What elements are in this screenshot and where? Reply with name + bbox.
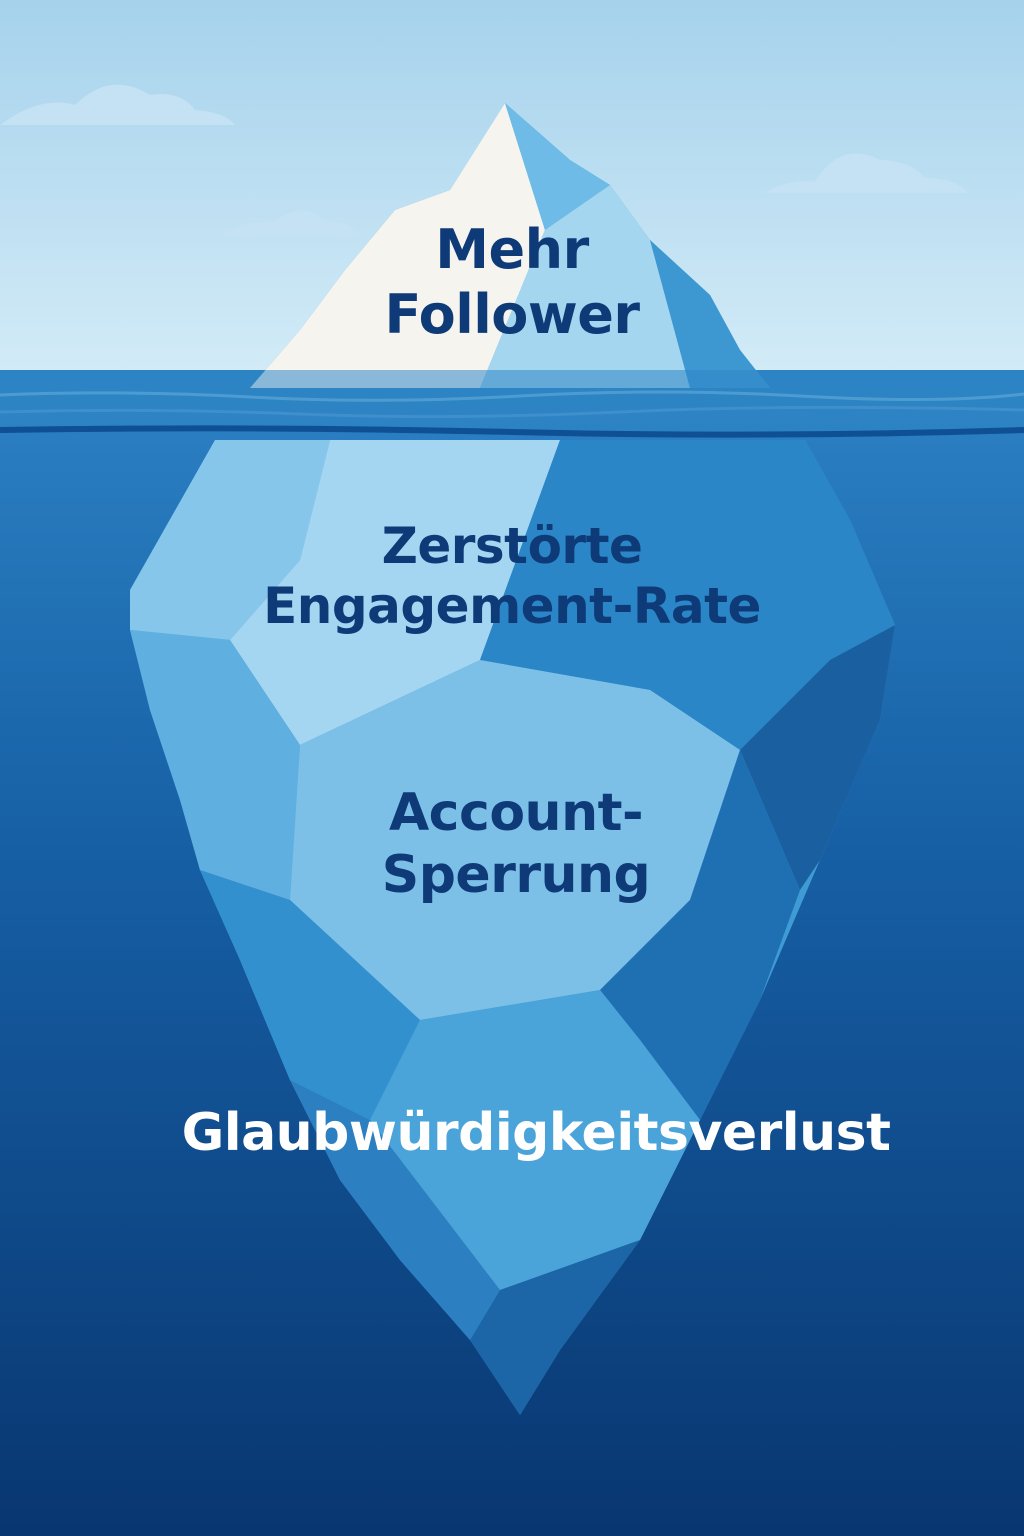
level2-label-line1: Account- <box>388 783 644 843</box>
level3-label: Glaubwürdigkeitsverlust <box>24 1102 1024 1164</box>
waterline <box>0 425 1024 438</box>
tip-label-line1: Mehr <box>435 218 589 281</box>
level2-label: Account- Sperrung <box>4 782 1024 907</box>
level1-label-line2: Engagement-Rate <box>263 577 761 635</box>
level1-label: Zerstörte Engagement-Rate <box>0 516 1024 636</box>
wave-lines <box>0 390 1024 402</box>
iceberg-underwater <box>130 440 895 1415</box>
waterline-band <box>0 370 1024 432</box>
clouds <box>0 84 968 236</box>
level2-label-line2: Sperrung <box>381 845 651 906</box>
tip-label: Mehr Follower <box>0 218 1024 348</box>
level1-label-line1: Zerstörte <box>381 517 643 575</box>
iceberg-tip <box>250 103 770 388</box>
tip-label-line2: Follower <box>384 282 640 346</box>
level3-label-line1: Glaubwürdigkeitsverlust <box>181 1103 891 1163</box>
